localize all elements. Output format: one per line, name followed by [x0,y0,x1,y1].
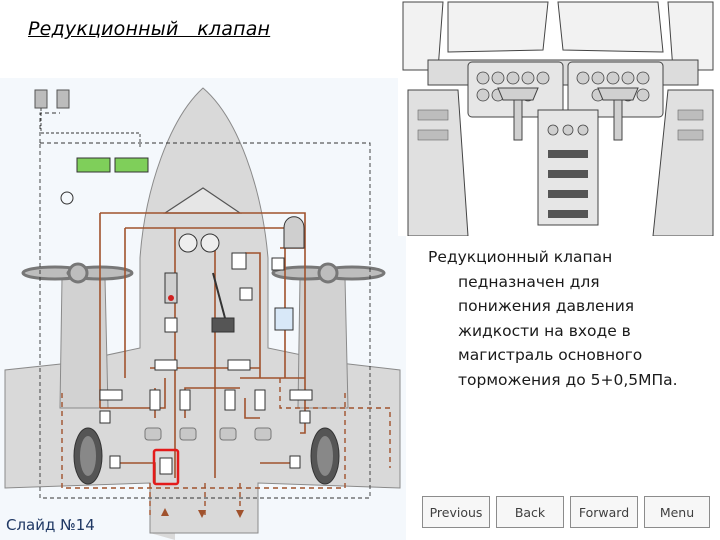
propeller-icon [21,262,134,284]
description-line: педназначен для [458,272,600,291]
hydraulic-accumulator-icon [283,216,305,249]
reducing-valve-highlight[interactable] [152,448,180,486]
description-line: магистраль основного [458,346,643,364]
wheel-icon [73,427,103,485]
slide-number: Слайд №14 [6,516,95,534]
back-button[interactable]: Back [496,496,564,528]
description-line: торможения до 5+0,5МПа. [458,370,678,389]
propeller-icon [271,262,386,284]
description-line: понижения давления [458,297,635,315]
description-line: Редукционный клапан [428,248,613,266]
slide-title: Редукционный клапан [28,18,271,40]
pressure-gauge-icon [178,233,220,253]
wheel-icon [310,427,340,485]
previous-button[interactable]: Previous [422,496,490,528]
description-line: жидкости на входе в [458,321,631,340]
forward-button[interactable]: Forward [570,496,638,528]
menu-button[interactable]: Menu [644,496,710,528]
indicator-lamps [76,157,149,173]
left-engine-nacelle [59,277,109,409]
hydraulic-scheme [4,87,401,540]
pressure-gauge-icon [34,89,70,109]
description-text: Редукционный клапан педназначен для пони… [428,245,698,392]
cockpit-illustration [398,0,720,236]
